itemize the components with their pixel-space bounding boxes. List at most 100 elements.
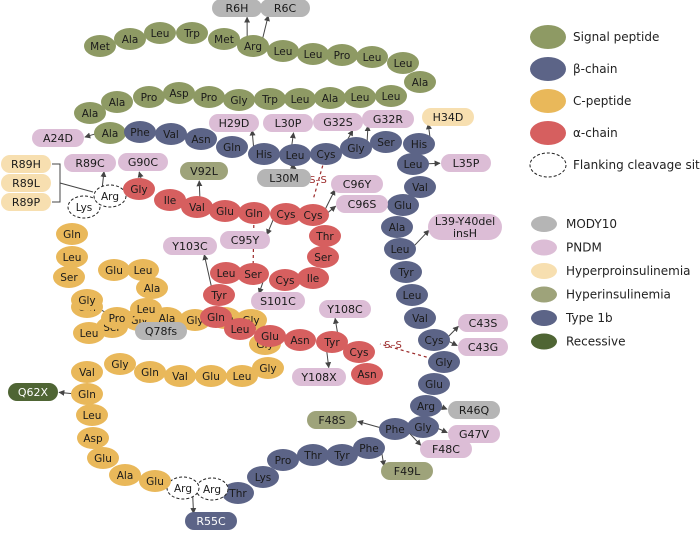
residue-label: Ala	[389, 222, 406, 234]
residue-label: Leu	[134, 265, 153, 277]
residue-35-leu: Leu	[397, 153, 429, 175]
mutation-label: L35P	[453, 157, 480, 170]
residue-80-leu: Leu	[130, 298, 162, 320]
residue-14-leu: Leu	[344, 86, 376, 108]
residue-label: Val	[412, 182, 428, 194]
mutation-label: C43S	[469, 317, 498, 330]
residue-bead	[200, 306, 232, 328]
mutation-pill	[381, 462, 433, 480]
residue-label: Leu	[286, 150, 305, 162]
residue-label: Arg	[203, 484, 221, 496]
residue-label: Gly	[111, 359, 128, 371]
residue-label: Met	[214, 34, 234, 46]
residue-bead	[238, 202, 270, 224]
legend-region-cpeptide: C-peptide	[530, 89, 631, 113]
mutation-q62x: Q62X	[8, 383, 58, 401]
residue-39-leu: Leu	[384, 238, 416, 260]
mutation-arrow	[437, 427, 448, 434]
residue-bead	[407, 416, 439, 438]
residue-28-gln: Gln	[216, 136, 248, 158]
mutation-arrow	[58, 389, 73, 396]
residue-109-cys: Cys	[343, 341, 375, 363]
residue-label: Leu	[363, 52, 382, 64]
residue-bead	[310, 143, 342, 165]
residue-label: Arg	[244, 41, 262, 53]
residue-bead	[210, 262, 242, 284]
disulfide-label: S–S	[384, 340, 402, 351]
residue-bead	[267, 40, 299, 62]
residue-106-glu: Glu	[254, 325, 286, 347]
residue-label: Phe	[130, 127, 149, 139]
mutation-label: C43G	[468, 341, 498, 354]
mutation-pill	[331, 175, 383, 193]
mutation-label: Y108C	[326, 303, 363, 316]
residue-label: Cys	[349, 347, 368, 359]
residue-label: Pro	[109, 313, 126, 325]
residue-bead	[267, 449, 299, 471]
residue-label: Glu	[94, 453, 112, 465]
residue-21-pro: Pro	[133, 86, 165, 108]
residue-26-val: Val	[155, 123, 187, 145]
residue-label: His	[411, 139, 427, 151]
residue-label: Ala	[117, 470, 134, 482]
residue-57-glu: Glu	[139, 470, 171, 492]
mutation-r46q: R46Q	[448, 401, 500, 419]
mutation-pill	[163, 237, 217, 255]
mutation-label: G32S	[323, 116, 353, 129]
residue-label: Gln	[141, 367, 159, 379]
mutation-r89p: R89P	[1, 193, 51, 211]
mutation-pill	[362, 110, 414, 128]
residue-label: Ala	[322, 93, 339, 105]
residue-54-thr: Thr	[222, 482, 254, 504]
residue-67-glu: Glu	[195, 365, 227, 387]
mutation-arrow	[262, 15, 270, 39]
residue-bead	[270, 203, 302, 225]
residue-label: Asp	[169, 88, 189, 100]
mutation-arrow	[324, 189, 336, 210]
legend-type-hyperins: Hyperinsulinemia	[531, 286, 671, 303]
mutation-label: H34D	[433, 111, 464, 124]
residue-bead	[254, 88, 286, 110]
legend-label: Signal peptide	[573, 30, 659, 44]
mutation-pill	[180, 162, 228, 180]
residue-bead	[144, 22, 176, 44]
residue-55-arg: Arg	[195, 477, 229, 501]
residue-11-leu: Leu	[387, 52, 419, 74]
legend-region-signal: Signal peptide	[530, 25, 659, 49]
residue-bead	[284, 329, 316, 351]
legend-swatch	[531, 263, 557, 279]
residue-bead	[195, 365, 227, 387]
mutation-h34d: H34D	[422, 108, 474, 126]
residue-label: Tyr	[323, 337, 340, 349]
residue-58-ala: Ala	[109, 464, 141, 486]
residue-label: Gly	[130, 184, 147, 196]
mutation-pill	[1, 174, 51, 192]
residue-label: Leu	[80, 328, 99, 340]
residue-label: Glu	[105, 265, 123, 277]
residue-bead	[309, 225, 341, 247]
legend: Signal peptideβ-chainC-peptideα-chainFla…	[529, 25, 700, 350]
residue-90-gly: Gly	[123, 178, 155, 200]
mutation-label: A24D	[43, 132, 73, 145]
mutation-y103c: Y103C	[163, 237, 217, 255]
residue-bead	[73, 322, 105, 344]
residue-label: Val	[412, 313, 428, 325]
legend-swatch	[530, 89, 566, 113]
residue-33-ser: Ser	[370, 131, 402, 153]
residue-bead	[344, 86, 376, 108]
residue-bead	[134, 361, 166, 383]
mutation-arrow	[257, 281, 264, 295]
mutation-arrow	[84, 132, 96, 139]
residue-bead	[203, 284, 235, 306]
legend-label: Flanking cleavage sites	[573, 158, 700, 172]
mutation-label: V92L	[190, 165, 219, 178]
mutation-pill	[251, 292, 305, 310]
residue-66-val: Val	[164, 365, 196, 387]
residue-29-his: His	[248, 143, 280, 165]
residue-bead	[390, 261, 422, 283]
residue-105-leu: Leu	[224, 318, 256, 340]
residue-48-phe: Phe	[379, 418, 411, 440]
residue-label: Met	[90, 41, 110, 53]
mutation-r89l: R89L	[1, 174, 51, 192]
